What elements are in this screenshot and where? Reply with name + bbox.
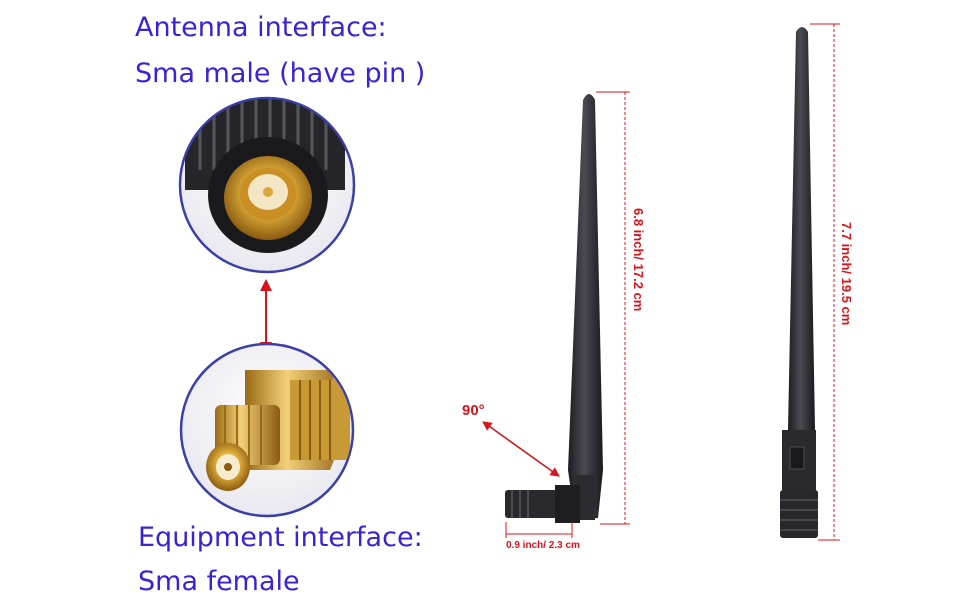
antenna-large [780,27,818,538]
equipment-type-label: Sma female [138,566,300,597]
sma-female-detail [179,342,355,518]
base-width-label: 0.9 inch/ 2.3 cm [506,540,580,551]
rotation-arrow [482,421,560,477]
large-height-label: 7.7 inch/ 19.5 cm [839,222,854,325]
sma-base-connector [505,485,580,523]
antenna-small [505,94,603,523]
angle-label: 90° [462,402,485,419]
equipment-interface-label: Equipment interface: [138,522,423,553]
sma-male-detail [178,96,356,274]
small-height-dimension [596,91,630,525]
antenna-type-label: Sma male (have pin ) [135,58,426,89]
small-height-label: 6.8 inch/ 17.2 cm [631,208,646,311]
large-height-dimension [810,23,840,541]
base-width-dimension [505,522,573,538]
antenna-interface-label: Antenna interface: [135,12,387,43]
